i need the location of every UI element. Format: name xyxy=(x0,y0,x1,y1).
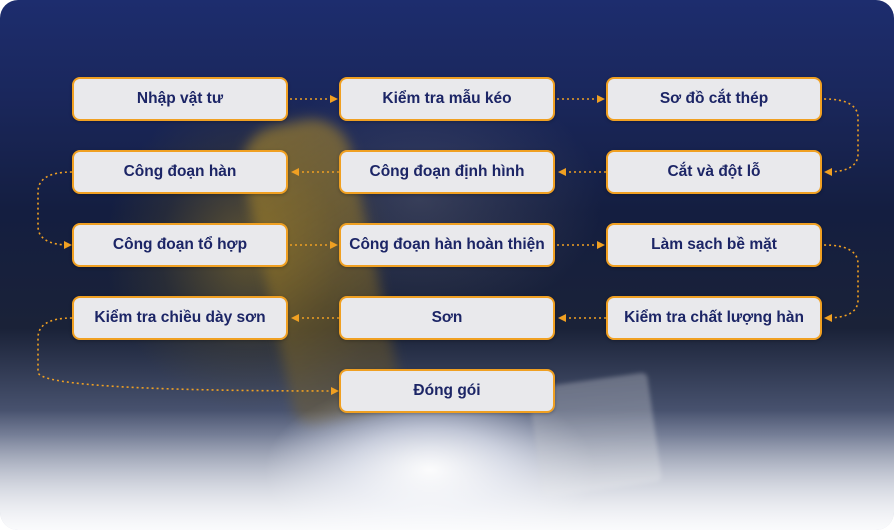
step-cong-doan-to-hop: Công đoạn tổ hợp xyxy=(72,223,288,267)
step-cong-doan-dinh-hinh: Công đoạn định hình xyxy=(339,150,555,194)
connector-6-7 xyxy=(37,171,73,249)
step-lam-sach-be-mat: Làm sạch bề mặt xyxy=(606,223,822,267)
step-kiem-tra-chieu-day-son: Kiểm tra chiều dày sơn xyxy=(72,296,288,340)
step-son: Sơn xyxy=(339,296,555,340)
step-cong-doan-han: Công đoạn hàn xyxy=(72,150,288,194)
connector-12-13 xyxy=(37,317,339,395)
step-so-do-cat-thep: Sơ đồ cắt thép xyxy=(606,77,822,121)
step-kiem-tra-chat-luong-han: Kiểm tra chất lượng hàn xyxy=(606,296,822,340)
connector-9-10 xyxy=(823,244,859,322)
step-cat-va-dot-lo: Cắt và đột lỗ xyxy=(606,150,822,194)
background-fade xyxy=(0,410,894,530)
step-dong-goi: Đóng gói xyxy=(339,369,555,413)
connector-3-4 xyxy=(823,98,859,176)
step-nhap-vat-tu: Nhập vật tư xyxy=(72,77,288,121)
step-cong-doan-han-hoan-thien: Công đoạn hàn hoàn thiện xyxy=(339,223,555,267)
step-kiem-tra-mau-keo: Kiểm tra mẫu kéo xyxy=(339,77,555,121)
